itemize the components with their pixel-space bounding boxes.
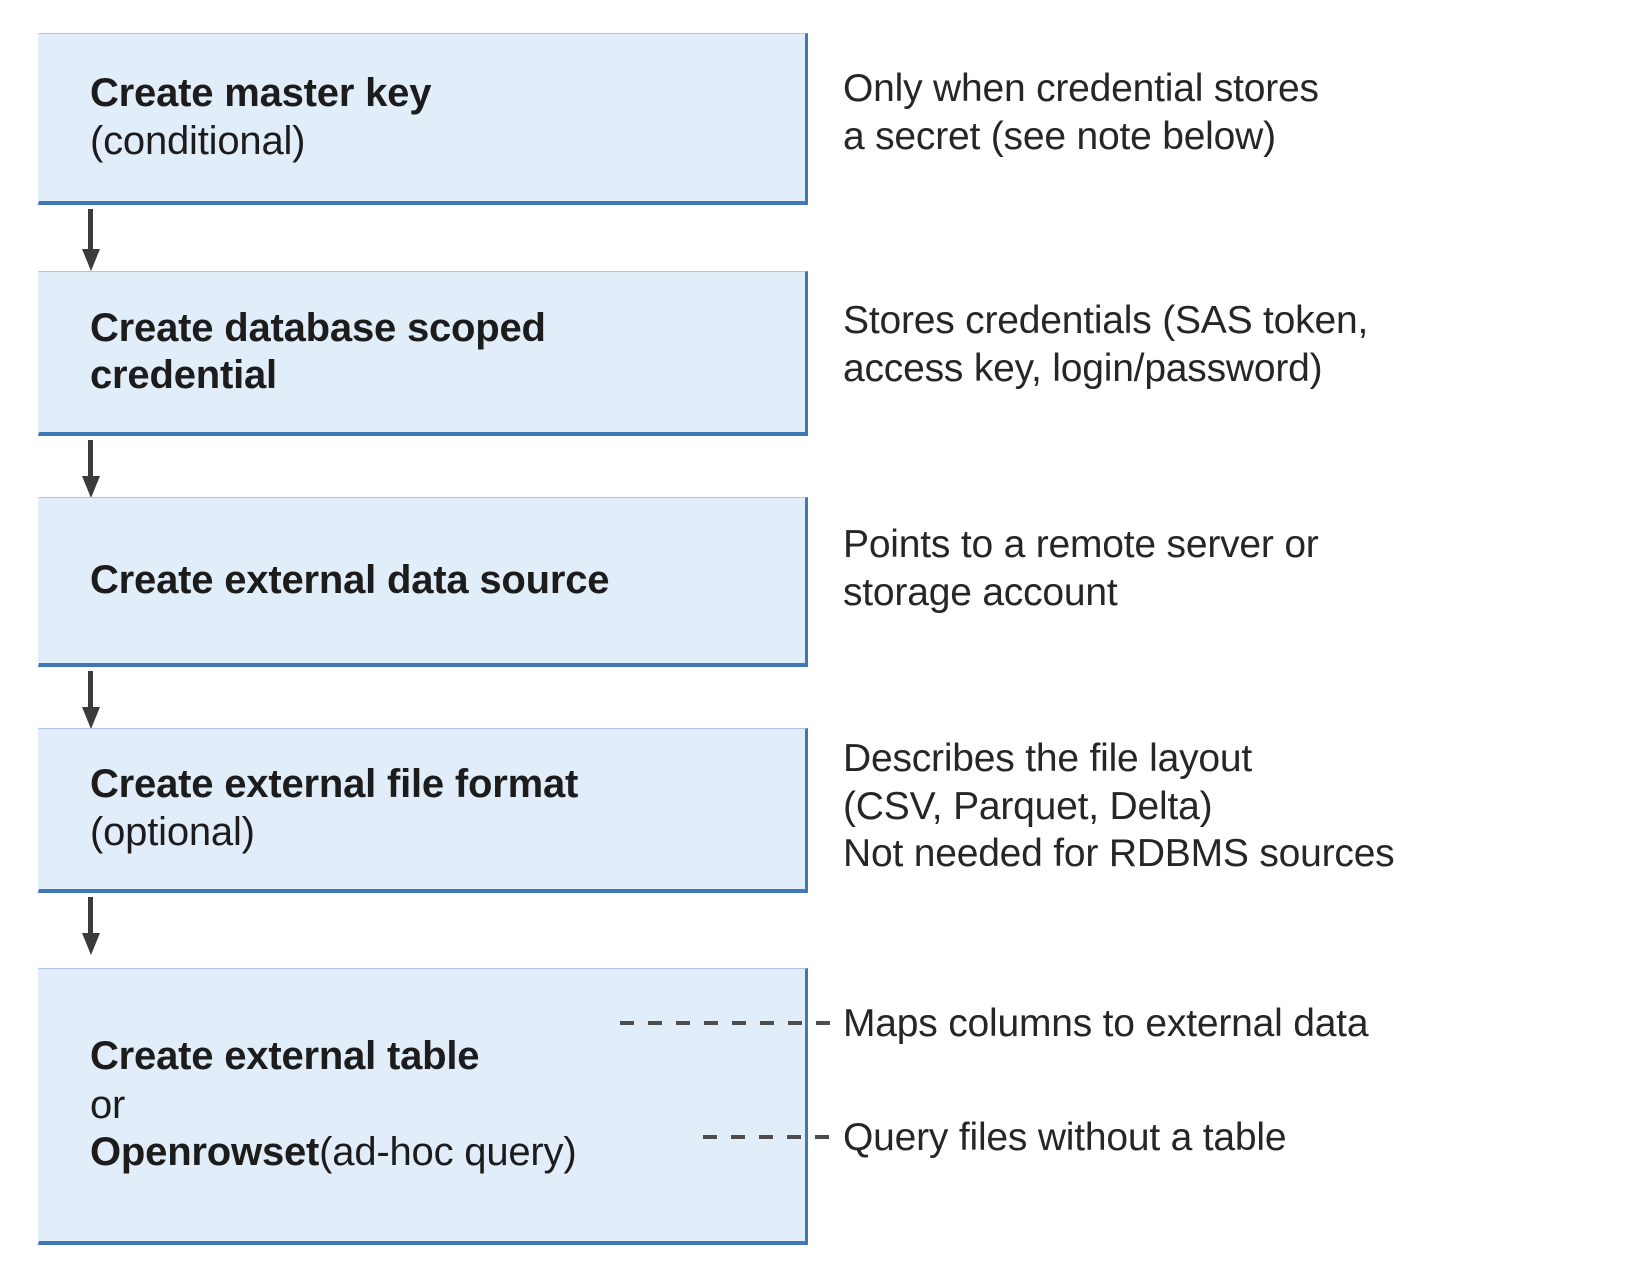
arrow-down-4 (82, 897, 100, 955)
step-subtitle: (optional) (90, 810, 255, 855)
step-box-content: Create external table or Openrowset (ad-… (39, 1033, 805, 1176)
step-box-create-database-scoped-credential: Create database scoped credential (38, 271, 808, 436)
step-box-content: Create external data source (39, 557, 805, 604)
dashed-connector-external-table (620, 1021, 838, 1025)
note-create-master-key: Only when credential stores a secret (se… (843, 67, 1319, 158)
note-create-external-table: Maps columns to external data (843, 1002, 1369, 1045)
dashed-connector-openrowset (703, 1135, 837, 1139)
step-title: Create external file format (90, 762, 579, 806)
step-title: Create master key (90, 70, 432, 115)
arrow-shaft (88, 440, 93, 478)
arrow-shaft (88, 897, 93, 935)
final-step-line1: Create external table (90, 1033, 791, 1080)
arrow-head (82, 249, 100, 271)
step-title: Create database scoped credential (90, 305, 546, 397)
final-step-line2-label: Openrowset (90, 1130, 320, 1175)
step-title: Create external data source (90, 557, 610, 602)
step-box-create-external-table-or-openrowset: Create external table or Openrowset (ad-… (38, 968, 808, 1245)
final-step-or-label: or (90, 1082, 126, 1127)
arrow-head (82, 476, 100, 498)
step-box-create-master-key: Create master key (conditional) (38, 33, 808, 205)
final-step-line2: Openrowset (ad-hoc query) (90, 1129, 791, 1176)
arrow-shaft (88, 671, 93, 709)
step-box-content: Create external file format (optional) (39, 761, 805, 857)
note-create-database-scoped-credential: Stores credentials (SAS token, access ke… (843, 299, 1369, 390)
note-openrowset: Query files without a table (843, 1116, 1287, 1159)
arrow-down-1 (82, 209, 100, 271)
arrow-head (82, 933, 100, 955)
arrow-shaft (88, 209, 93, 251)
step-box-content: Create master key (conditional) (39, 70, 805, 166)
step-box-create-external-data-source: Create external data source (38, 497, 808, 667)
final-step-line2-qualifier: (ad-hoc query) (319, 1130, 577, 1175)
arrow-down-3 (82, 671, 100, 729)
final-step-line1-label: Create external table (90, 1034, 480, 1079)
note-create-external-data-source: Points to a remote server or storage acc… (843, 523, 1319, 614)
note-create-external-file-format: Describes the file layout (CSV, Parquet,… (843, 737, 1395, 876)
step-box-create-external-file-format: Create external file format (optional) (38, 728, 808, 893)
arrow-down-2 (82, 440, 100, 498)
step-box-content: Create database scoped credential (39, 305, 805, 399)
step-subtitle: (conditional) (90, 118, 306, 163)
arrow-head (82, 707, 100, 729)
